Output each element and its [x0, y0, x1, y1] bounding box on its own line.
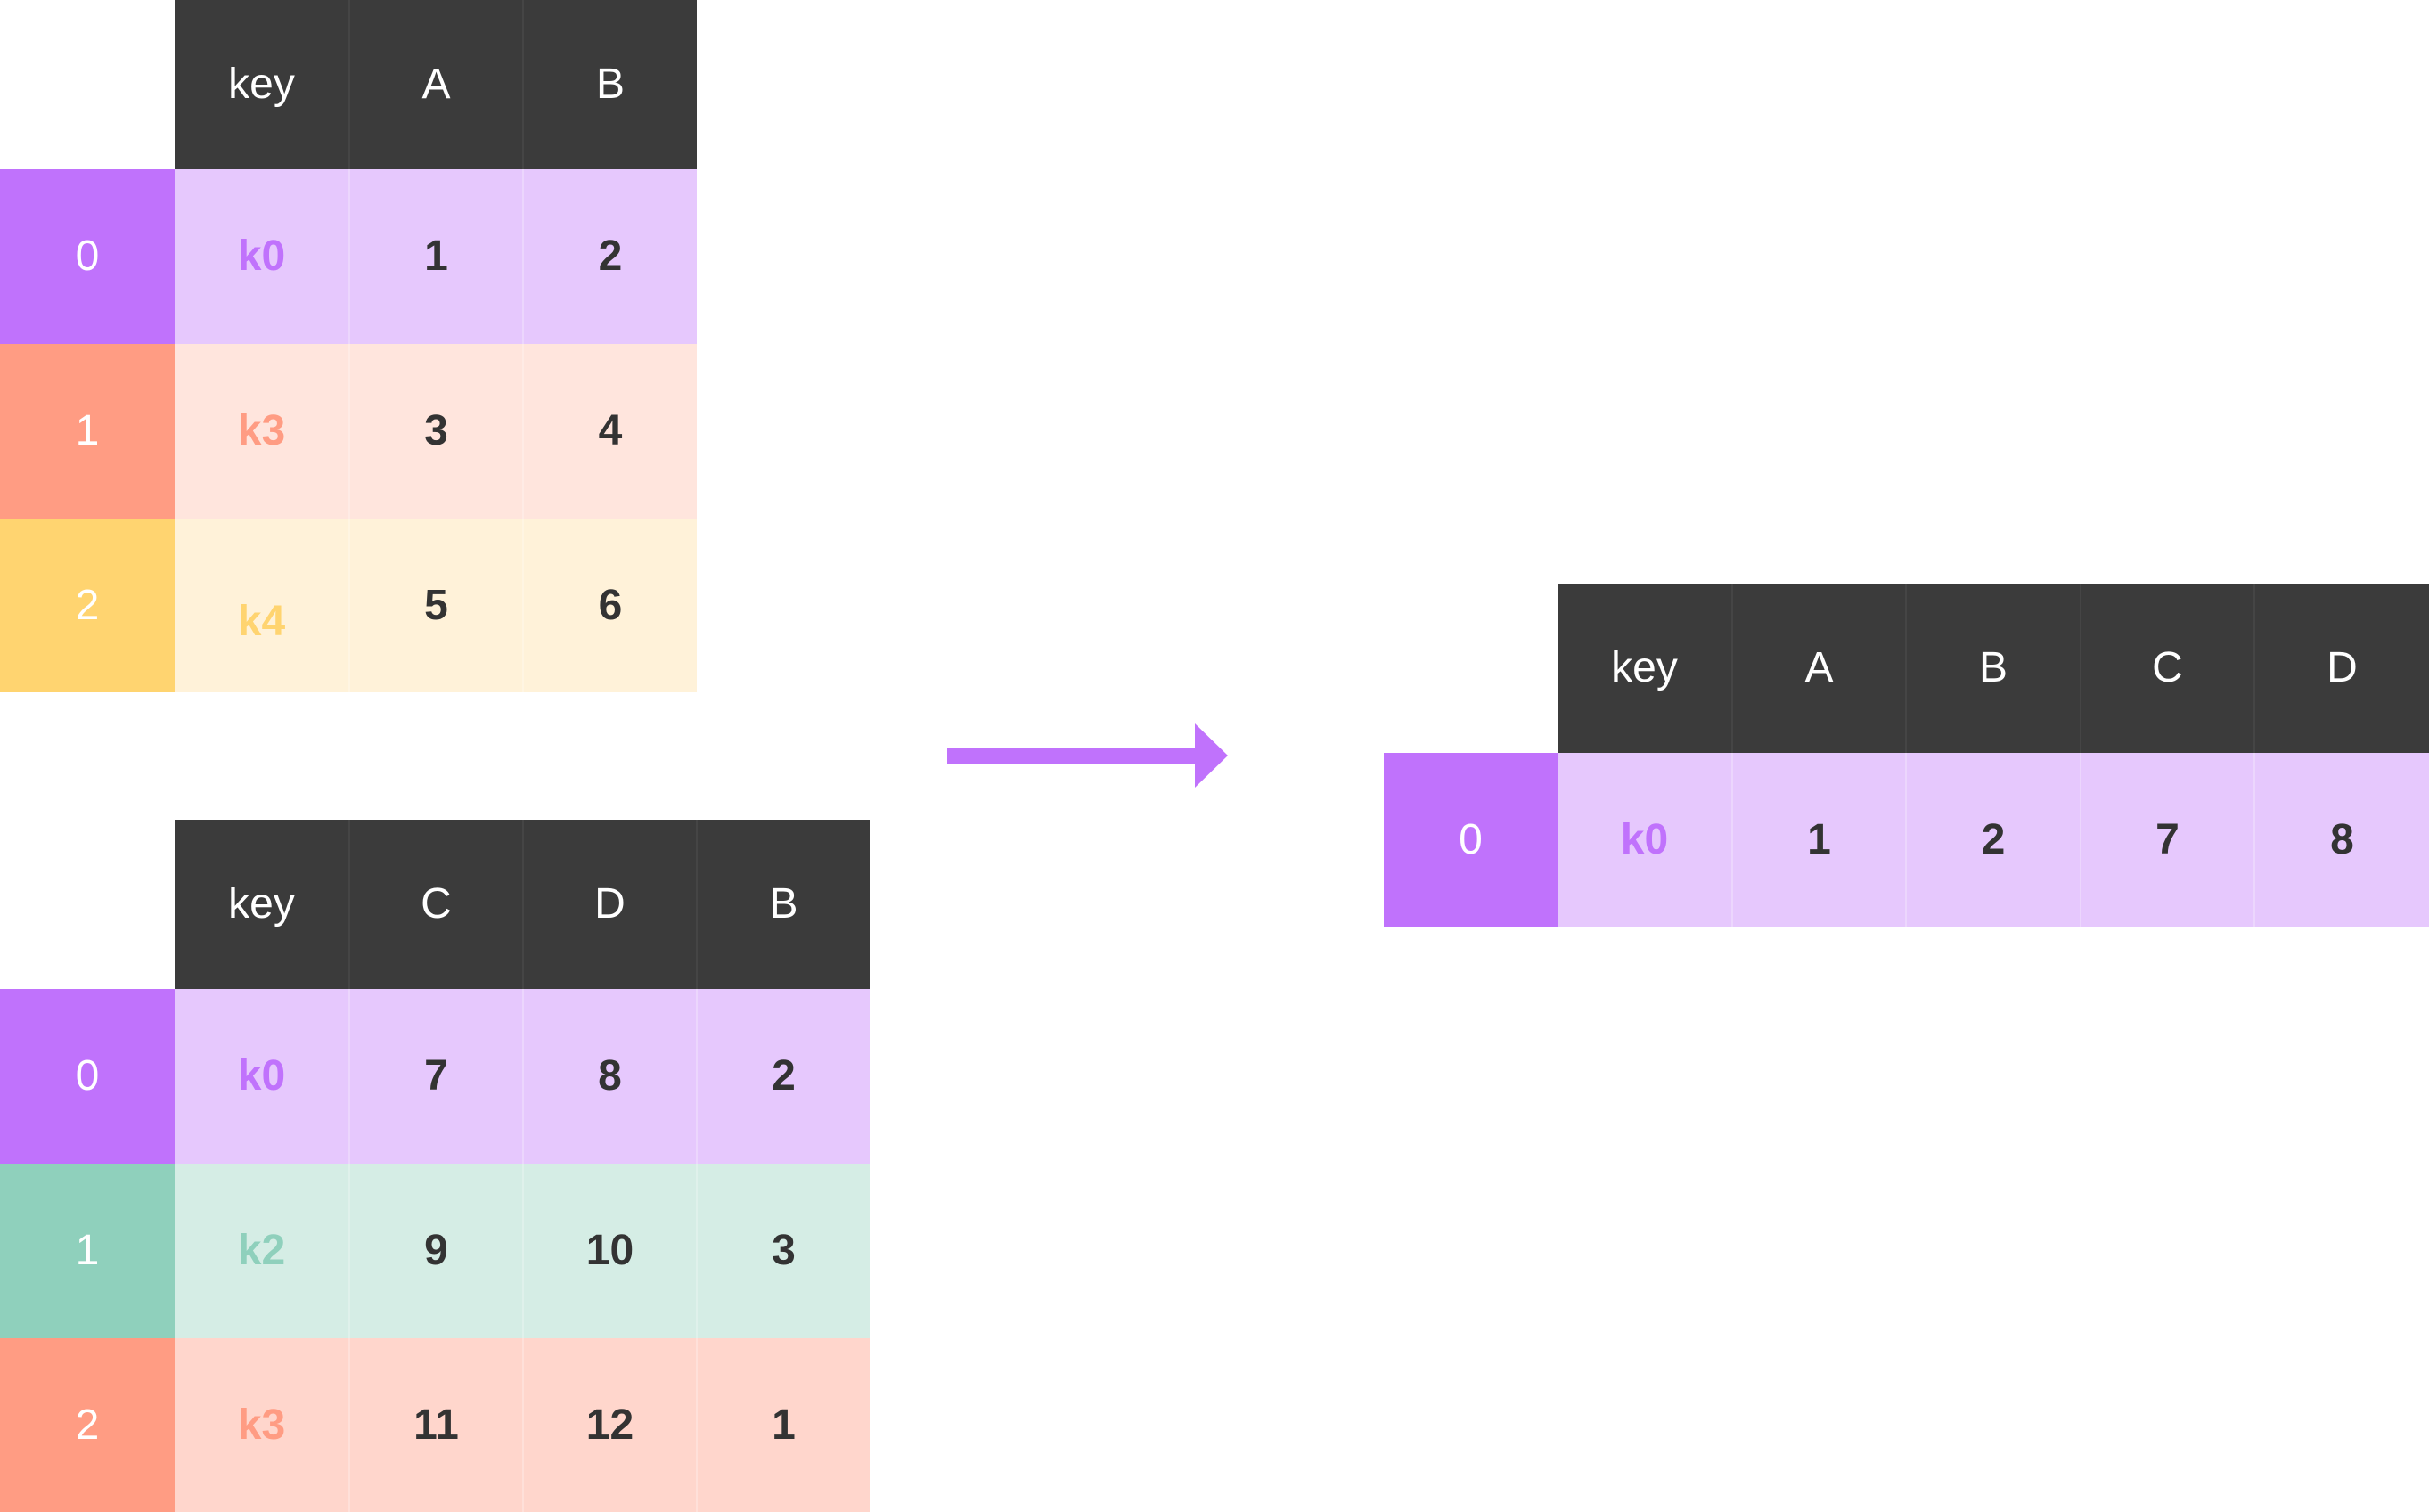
column-header-d: D [2253, 584, 2429, 753]
table-corner [0, 0, 175, 169]
row-key: k2 [175, 1164, 348, 1338]
row-index: 1 [0, 1164, 175, 1338]
column-header-key: key [1558, 584, 1731, 753]
row-key: k3 [175, 344, 348, 519]
row-value: 3 [348, 344, 522, 519]
row-value: 7 [348, 989, 522, 1164]
row-key: k0 [175, 169, 348, 344]
row-value: 9 [348, 1164, 522, 1338]
row-value: 10 [522, 1164, 696, 1338]
row-index: 0 [0, 169, 175, 344]
column-header-d: D [522, 820, 696, 989]
table-corner [0, 820, 175, 989]
right-arrow-icon [947, 723, 1228, 788]
row-key: k0 [1558, 753, 1731, 927]
row-value: 5 [348, 519, 522, 692]
row-index: 2 [0, 519, 175, 692]
row-value: 2 [522, 169, 697, 344]
row-value: 12 [522, 1338, 696, 1512]
row-key: k4 [175, 519, 348, 692]
row-value: 3 [696, 1164, 870, 1338]
row-index: 0 [0, 989, 175, 1164]
row-value: 1 [1731, 753, 1905, 927]
row-index: 0 [1384, 753, 1558, 927]
row-key: k0 [175, 989, 348, 1164]
column-header-b: B [1905, 584, 2080, 753]
row-value: 7 [2080, 753, 2253, 927]
column-header-key: key [175, 0, 348, 169]
row-value: 11 [348, 1338, 522, 1512]
row-value: 8 [2253, 753, 2429, 927]
column-header-c: C [348, 820, 522, 989]
result-table: key A B C D 0 k0 1 2 7 8 [1384, 584, 2429, 927]
column-header-b: B [522, 0, 697, 169]
row-value: 6 [522, 519, 697, 692]
row-value: 4 [522, 344, 697, 519]
column-header-b: B [696, 820, 870, 989]
row-key: k3 [175, 1338, 348, 1512]
row-value: 2 [696, 989, 870, 1164]
row-value: 1 [696, 1338, 870, 1512]
right-table: key C D B 0 k0 7 8 2 1 k2 9 10 3 2 k3 11… [0, 820, 870, 1512]
row-value: 8 [522, 989, 696, 1164]
left-table: key A B 0 k0 1 2 1 k3 3 4 2 k4 5 6 [0, 0, 697, 692]
row-index: 2 [0, 1338, 175, 1512]
column-header-a: A [348, 0, 522, 169]
row-value: 1 [348, 169, 522, 344]
column-header-a: A [1731, 584, 1905, 753]
table-corner [1384, 584, 1558, 753]
column-header-key: key [175, 820, 348, 989]
row-value: 2 [1905, 753, 2080, 927]
column-header-c: C [2080, 584, 2253, 753]
row-index: 1 [0, 344, 175, 519]
